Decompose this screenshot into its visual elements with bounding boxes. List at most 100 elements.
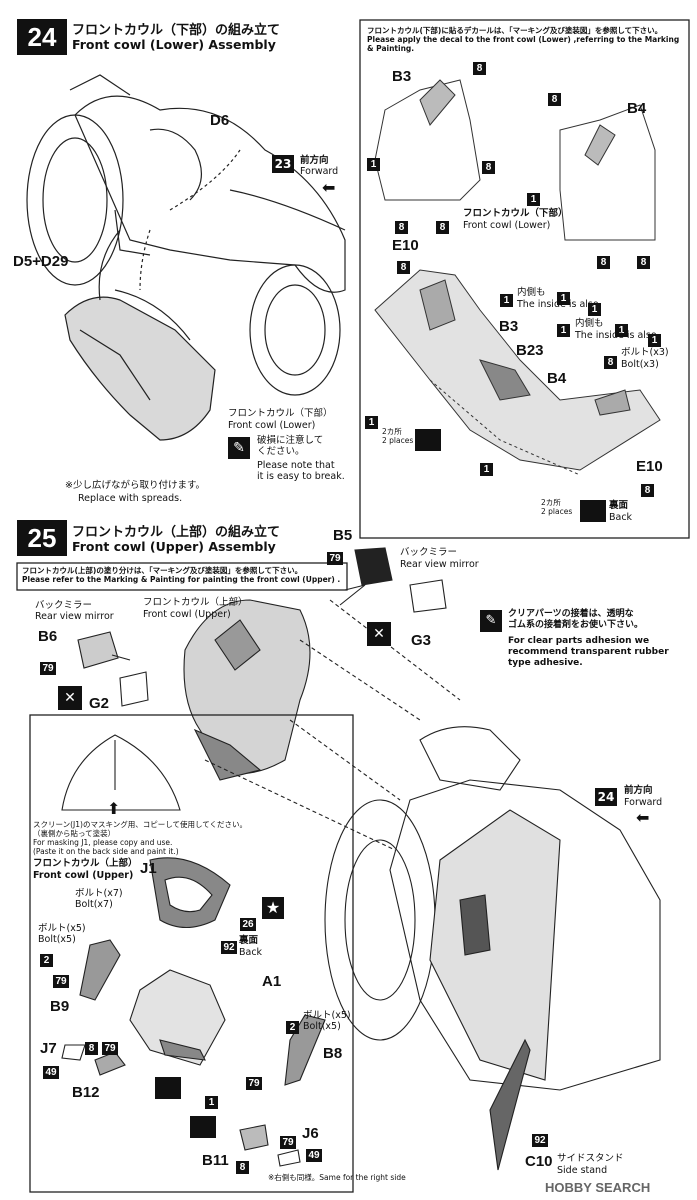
cowl-upper-en-2: Front cowl (Upper) [33, 870, 134, 881]
clear-note-jp: クリアパーツの接着は、透明な ゴム系の接着剤をお使い下さい。 [508, 609, 644, 630]
code-79: 79 [40, 656, 56, 675]
part-label-b6: B6 [38, 628, 58, 645]
spread-note-jp: ※少し広げながら取り付けます。 [65, 480, 206, 491]
step25-title-en: Front cowl (Upper) Assembly [72, 539, 276, 554]
inside-en-2: The inside is also [575, 330, 657, 341]
cowl-lower-en: Front cowl (Lower) [228, 420, 316, 431]
bolt5-en-2: Bolt(x5) [303, 1021, 341, 1032]
decal-cowl-lower-jp: フロントカウル（下部） [463, 208, 568, 219]
part-label-j1: J1 [140, 860, 157, 877]
forward-ref-23: 23 [272, 155, 294, 173]
step24-title-en: Front cowl (Lower) Assembly [72, 37, 276, 52]
watermark-logo: HOBBY SEARCH [545, 1180, 651, 1195]
code-79: 79 [53, 969, 69, 988]
part-label-b4b: B4 [547, 370, 567, 387]
glue-icon [155, 1077, 181, 1099]
step-number-25: 25 [17, 520, 67, 556]
bolt5-en: Bolt(x5) [38, 934, 76, 945]
glue-icon [190, 1116, 216, 1138]
step25-paint-note: フロントカウル(上部)の塗り分けは、「マーキング及び塗装図」を参照して下さい。 … [22, 566, 344, 584]
forward-jp: 前方向 [300, 155, 329, 166]
code-1: 1 [205, 1090, 218, 1109]
right-side-note: ※右側も同様。Same for the right side [268, 1173, 406, 1182]
part-label-a1: A1 [262, 973, 282, 990]
decal-code-1: 1 [557, 318, 570, 337]
decal-code-8: 8 [604, 350, 617, 369]
places-en-2: 2 places [541, 507, 573, 516]
part-label-b4: B4 [627, 100, 647, 117]
decal-cowl-lower-en: Front cowl (Lower) [463, 220, 551, 231]
back-jp: 裏面 [609, 500, 629, 511]
decal-code-1: 1 [588, 297, 601, 316]
code-26: 26 [240, 912, 256, 931]
cowl-upper-jp-2: フロントカウル（上部） [33, 858, 138, 869]
no-glue-icon: ✕ [367, 622, 391, 646]
decal-code-1: 1 [500, 288, 513, 307]
part-label-b11: B11 [202, 1152, 229, 1169]
code-79: 79 [280, 1130, 296, 1149]
code-49: 49 [306, 1143, 322, 1162]
part-label-e10-bottom: E10 [636, 458, 663, 475]
part-label-j7: J7 [40, 1040, 57, 1057]
decal-code-1: 1 [365, 410, 378, 429]
step-ref-box: 23 [272, 155, 294, 173]
mask-note-en: For masking J1, please copy and use. (Pa… [33, 838, 179, 856]
step24-title-jp: フロントカウル（下部）の組み立て [72, 23, 281, 38]
part-label-b5: B5 [333, 527, 353, 544]
forward-en: Forward [300, 166, 339, 177]
spread-note-en: Replace with spreads. [78, 493, 183, 504]
code-49: 49 [43, 1060, 59, 1079]
part-label-b3b: B3 [499, 318, 519, 335]
bolt5-jp-2: ボルト(x5) [303, 1010, 351, 1021]
code-79: 79 [246, 1071, 262, 1090]
cowl-upper-en: Front cowl (Upper) [143, 609, 231, 620]
code-8: 8 [85, 1036, 98, 1055]
paint-note-jp: フロントカウル(上部)の塗り分けは、「マーキング及び塗装図」を参照して下さい。 [22, 566, 303, 575]
forward-jp-2: 前方向 [624, 785, 653, 796]
decal-code-1: 1 [527, 187, 540, 206]
decal-code-1: 1 [367, 152, 380, 171]
part-label-g3: G3 [411, 632, 432, 649]
bolt3-en: Bolt(x3) [621, 359, 659, 370]
code-79: 79 [327, 546, 343, 565]
decal-code-1: 1 [648, 328, 661, 347]
part-label-e10-top: E10 [392, 237, 419, 254]
part-label-c10: C10 [525, 1153, 553, 1170]
decal-code-8: 8 [436, 215, 449, 234]
bolt7-en: Bolt(x7) [75, 899, 113, 910]
forward-arrow-icon: ⬅ [322, 178, 336, 197]
part-label-b23: B23 [516, 342, 544, 359]
part-label-j6: J6 [302, 1125, 319, 1142]
back-en-2: Back [239, 947, 263, 958]
decal-code-8: 8 [482, 155, 495, 174]
decal-note-jp: フロントカウル(下部)に貼るデカールは、「マーキング及び塗装図」を参照して下さい… [367, 26, 663, 35]
glue-icon [580, 500, 606, 522]
decal-code-8: 8 [597, 250, 610, 269]
decal-code-1: 1 [615, 318, 628, 337]
part-label-b8: B8 [323, 1045, 343, 1062]
step-ref-box: 24 [595, 788, 617, 806]
part-label-d6: D6 [210, 112, 230, 129]
decal-code-8: 8 [637, 250, 650, 269]
decal-code-1: 1 [557, 286, 570, 305]
step24-decal-note: フロントカウル(下部)に貼るデカールは、「マーキング及び塗装図」を参照して下さい… [367, 26, 685, 53]
forward-ref-24: 24 [595, 788, 617, 806]
glue-icon [415, 429, 441, 451]
mirror-jp: バックミラー [400, 547, 458, 558]
code-2: 2 [40, 948, 53, 967]
part-label-g2: G2 [89, 695, 110, 712]
step-number-24: 24 [17, 19, 67, 55]
places-jp-2: 2カ所 [541, 498, 561, 507]
mirror-en-2: Rear view mirror [35, 611, 114, 622]
cowl-upper-jp: フロントカウル（上部） [143, 597, 248, 608]
decal-code-8: 8 [473, 56, 486, 75]
paint-note-en: Please refer to the Marking & Painting f… [22, 575, 341, 584]
decal-code-1: 1 [480, 457, 493, 476]
mirror-en: Rear view mirror [400, 559, 479, 570]
part-label-b3: B3 [392, 68, 412, 85]
step25-title-jp: フロントカウル（上部）の組み立て [72, 525, 281, 540]
side-stand-en: Side stand [557, 1165, 608, 1176]
down-arrow-icon: ⬆ [107, 799, 121, 818]
places-jp: 2カ所 [382, 427, 402, 436]
